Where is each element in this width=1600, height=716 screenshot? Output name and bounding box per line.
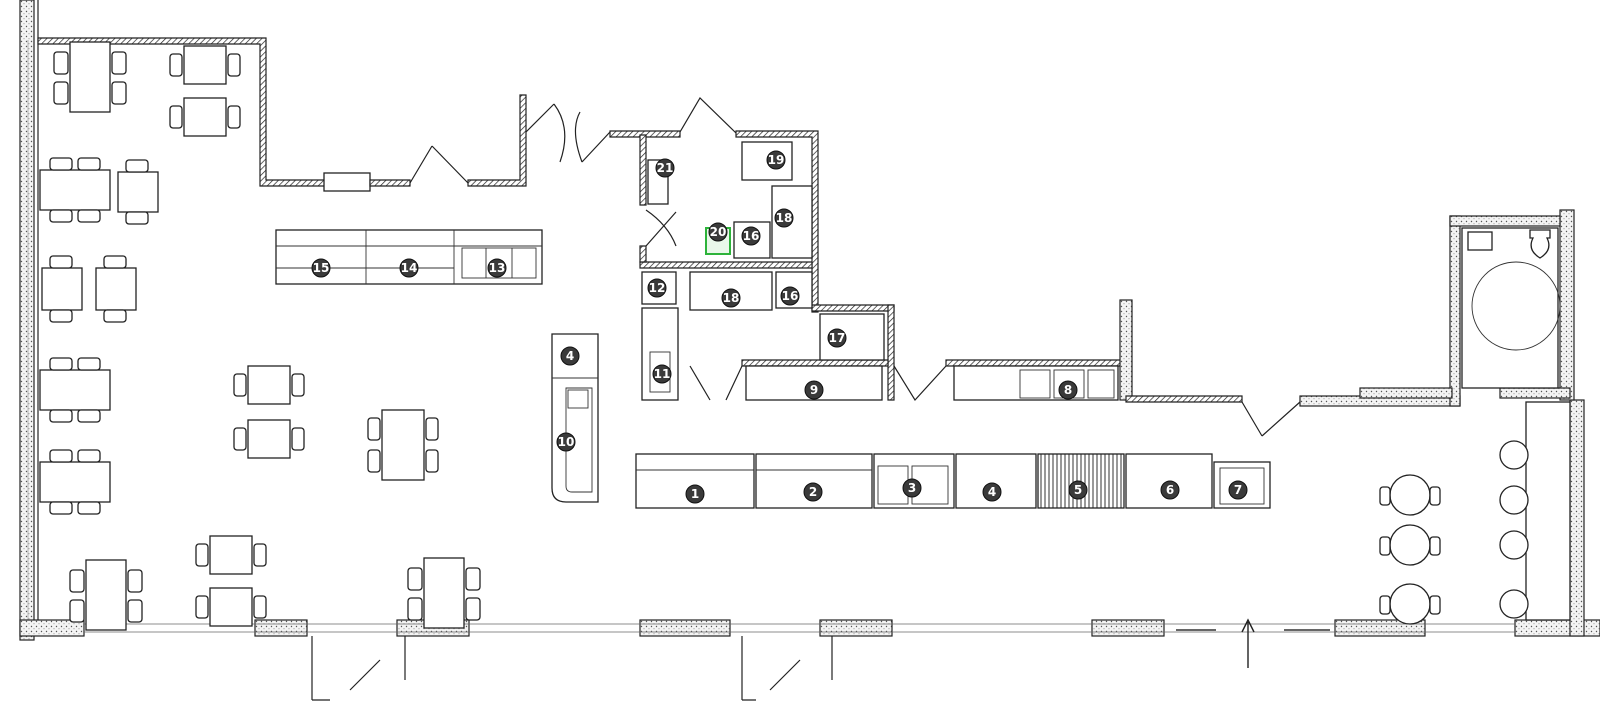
marker-18a-label: 18 <box>776 211 793 225</box>
marker-12: 12 <box>647 278 667 298</box>
marker-17-label: 17 <box>829 331 846 345</box>
marker-14-label: 14 <box>401 261 418 275</box>
marker-5: 5 <box>1068 480 1088 500</box>
bar-area <box>1379 401 1571 625</box>
marker-16b-label: 16 <box>782 289 799 303</box>
marker-20-label: 20 <box>710 225 727 239</box>
marker-18a: 18 <box>774 208 794 228</box>
marker-10-label: 10 <box>558 435 575 449</box>
marker-9-label: 9 <box>810 383 818 397</box>
entrances <box>311 618 1330 701</box>
exterior-walls <box>19 0 1600 641</box>
restroom <box>1461 227 1561 389</box>
marker-13-label: 13 <box>489 261 506 275</box>
marker-14: 14 <box>399 258 419 278</box>
marker-4a-label: 4 <box>566 349 574 363</box>
marker-5-label: 5 <box>1074 483 1082 497</box>
marker-18b-label: 18 <box>723 291 740 305</box>
marker-9: 9 <box>804 380 824 400</box>
marker-21: 21 <box>655 158 675 178</box>
marker-13: 13 <box>487 258 507 278</box>
marker-3: 3 <box>902 478 922 498</box>
marker-3-label: 3 <box>908 481 916 495</box>
entrance-arrow-icon <box>1241 618 1255 668</box>
marker-16a-label: 16 <box>743 229 760 243</box>
marker-18b: 18 <box>721 288 741 308</box>
marker-2: 2 <box>803 482 823 502</box>
marker-2-label: 2 <box>809 485 817 499</box>
marker-6-label: 6 <box>1166 483 1174 497</box>
kitchen-swing-door <box>525 103 681 163</box>
marker-15-label: 15 <box>313 261 330 275</box>
marker-19-label: 19 <box>768 153 785 167</box>
island-counter <box>551 333 599 503</box>
marker-1-label: 1 <box>691 487 699 501</box>
marker-1: 1 <box>685 484 705 504</box>
marker-16a: 16 <box>741 226 761 246</box>
marker-15: 15 <box>311 258 331 278</box>
marker-7-label: 7 <box>1234 483 1242 497</box>
marker-11-label: 11 <box>654 367 671 381</box>
marker-4b: 4 <box>982 482 1002 502</box>
marker-16b: 16 <box>780 286 800 306</box>
dining-north-wall <box>37 37 527 192</box>
toilet-icon <box>1529 229 1551 259</box>
marker-4a: 4 <box>560 346 580 366</box>
dining-tables <box>39 41 481 631</box>
back-of-house-walls <box>639 97 1571 437</box>
marker-8: 8 <box>1058 380 1078 400</box>
marker-12-label: 12 <box>649 281 666 295</box>
marker-8-label: 8 <box>1064 383 1072 397</box>
marker-11: 11 <box>652 364 672 384</box>
marker-21-label: 21 <box>657 161 674 175</box>
marker-20: 20 <box>708 222 728 242</box>
marker-17: 17 <box>827 328 847 348</box>
marker-4b-label: 4 <box>988 485 996 499</box>
marker-10: 10 <box>556 432 576 452</box>
marker-6: 6 <box>1160 480 1180 500</box>
cooking-line-1-7 <box>635 453 1271 509</box>
marker-7: 7 <box>1228 480 1248 500</box>
marker-19: 19 <box>766 150 786 170</box>
washbasin-icon <box>1467 231 1493 251</box>
